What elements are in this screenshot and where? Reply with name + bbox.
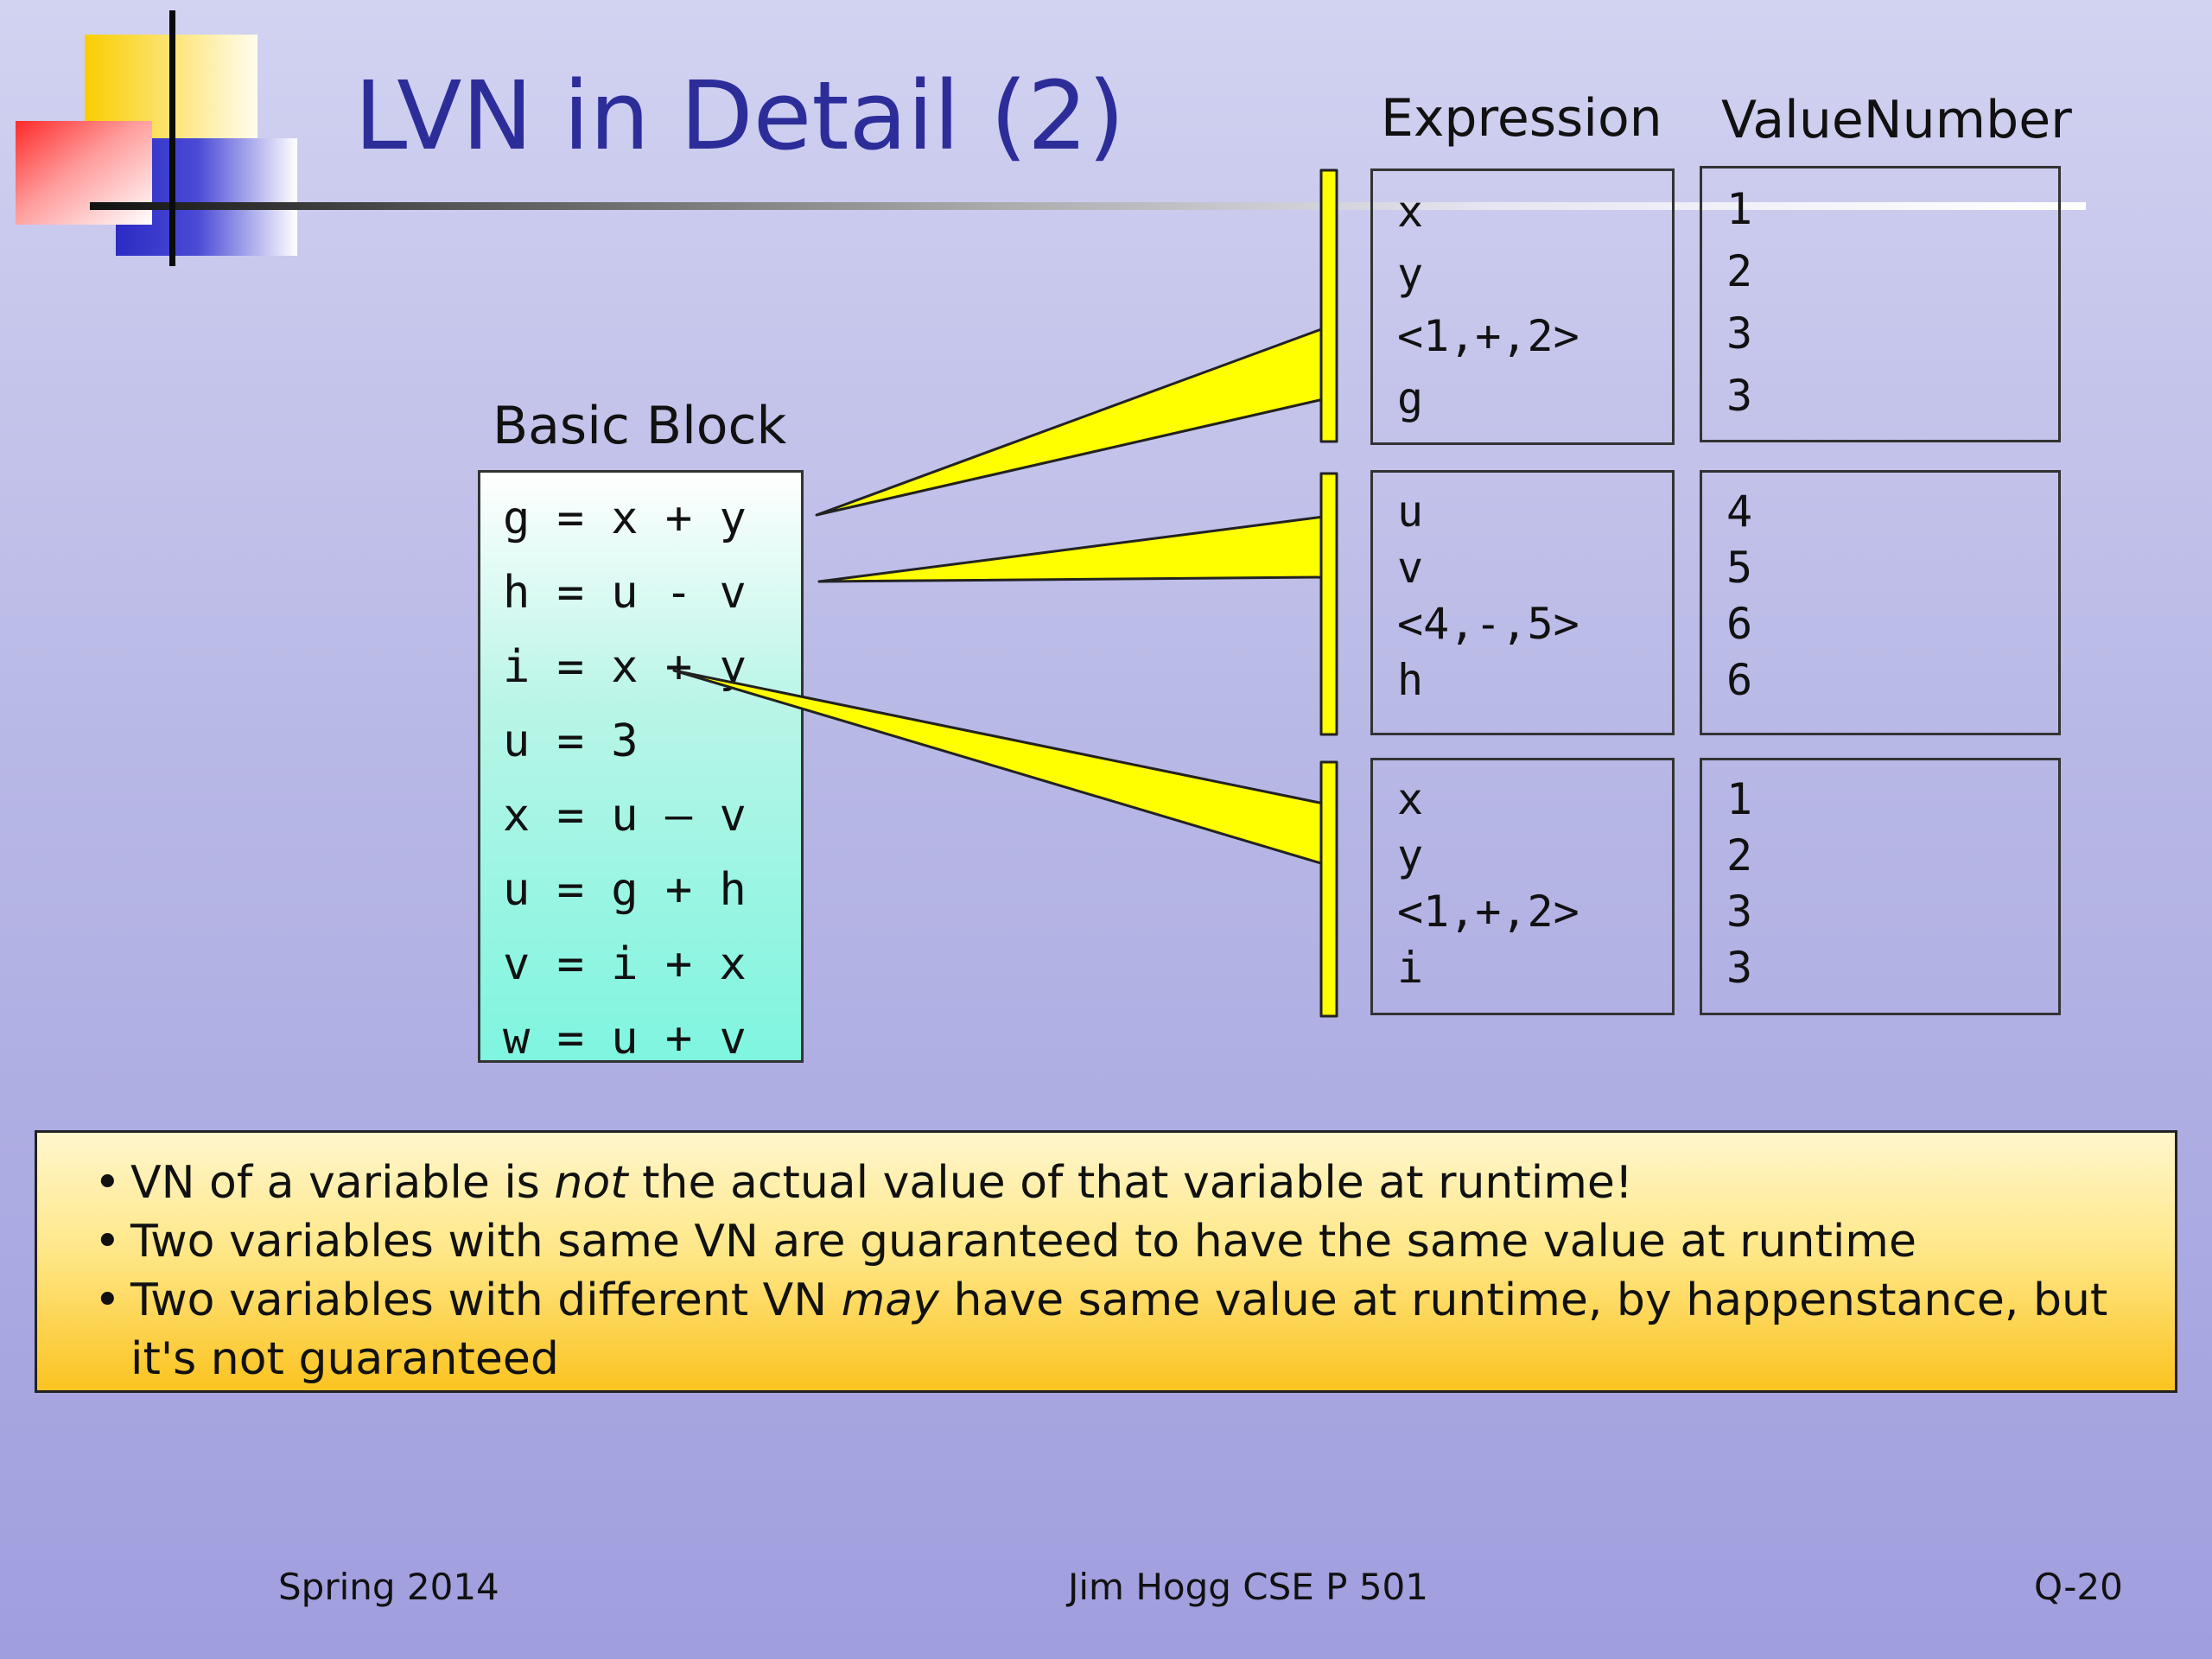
notes-box: • VN of a variable is not the actual val… [35, 1130, 2177, 1393]
note-item-1: • VN of a variable is not the actual val… [94, 1154, 2152, 1212]
valuenumber-cell: 3 [1726, 887, 1753, 937]
valuenumber-table-2: 4 5 6 6 [1700, 470, 2061, 735]
valuenumber-cell: 3 [1726, 371, 1753, 421]
logo-vertical-line [169, 10, 175, 266]
valuenumber-cell: 6 [1726, 599, 1753, 649]
expression-table-2: u v <4,-,5> h [1370, 470, 1675, 735]
expression-cell: y [1397, 830, 1424, 880]
footer-author: Jim Hogg CSE P 501 [1068, 1566, 1428, 1608]
callout-wedge-1 [815, 327, 1325, 517]
valuenumber-cell: 4 [1726, 486, 1753, 537]
note-text: Two variables with same VN are guarantee… [130, 1216, 1916, 1268]
callout-bar-1 [1319, 168, 1338, 443]
code-line: g = x + y [503, 493, 747, 544]
note-text: the actual value of that variable at run… [627, 1157, 1633, 1209]
expression-cell: i [1397, 943, 1424, 993]
valuenumber-cell: 6 [1726, 655, 1753, 705]
title-rule [90, 202, 2086, 210]
bullet: • [94, 1216, 121, 1268]
callout-wedge-3 [672, 669, 1325, 866]
footer-slide-number: Q-20 [2034, 1566, 2123, 1608]
valuenumber-cell: 3 [1726, 308, 1753, 359]
expression-cell: v [1397, 543, 1424, 593]
basic-block-box: g = x + y h = u - v i = x + y u = 3 x = … [478, 470, 804, 1065]
valuenumber-table-3: 1 2 3 3 [1700, 758, 2061, 1015]
expression-cell: <1,+,2> [1397, 311, 1580, 361]
note-text: Two variables with different VN [130, 1274, 842, 1326]
expression-cell: x [1397, 187, 1424, 237]
code-line: x = u – v [503, 790, 747, 842]
expression-table-3: x y <1,+,2> i [1370, 758, 1675, 1015]
valuenumber-cell: 2 [1726, 246, 1753, 296]
note-emphasis: may [841, 1274, 939, 1326]
expression-cell: g [1397, 373, 1424, 423]
valuenumber-cell: 1 [1726, 184, 1753, 234]
code-line: i = x + y [503, 641, 747, 693]
code-line: w = u + v [503, 1013, 747, 1065]
expression-table-1: x y <1,+,2> g [1370, 168, 1675, 445]
valuenumber-table-1: 1 2 3 3 [1700, 166, 2061, 442]
code-line: v = i + x [503, 938, 747, 990]
note-item-3: • Two variables with different VN may ha… [94, 1271, 2152, 1389]
valuenumber-cell: 5 [1726, 543, 1753, 593]
expression-header: Expression [1381, 88, 1662, 149]
code-line: u = 3 [503, 715, 639, 767]
callout-bar-3 [1319, 760, 1338, 1018]
valuenumber-cell: 1 [1726, 774, 1753, 824]
callout-wedge-2 [817, 515, 1325, 583]
note-text: VN of a variable is [130, 1157, 555, 1209]
basic-block-label: Basic Block [493, 396, 787, 456]
expression-cell: <1,+,2> [1397, 887, 1580, 937]
note-emphasis: not [554, 1157, 628, 1209]
code-line: u = g + h [503, 864, 747, 916]
bullet: • [94, 1274, 121, 1326]
expression-cell: x [1397, 774, 1424, 824]
slide-title: LVN in Detail (2) [354, 60, 1125, 171]
bullet: • [94, 1157, 121, 1209]
expression-cell: u [1397, 486, 1424, 537]
valuenumber-header: ValueNumber [1721, 90, 2072, 150]
expression-cell: <4,-,5> [1397, 599, 1580, 649]
expression-cell: y [1397, 249, 1424, 299]
valuenumber-cell: 3 [1726, 943, 1753, 993]
note-text: have same value at runtime, by happensta… [130, 1274, 2108, 1385]
expression-cell: h [1397, 655, 1424, 705]
callout-bar-2 [1319, 472, 1338, 736]
valuenumber-cell: 2 [1726, 830, 1753, 880]
code-line: h = u - v [503, 567, 747, 619]
footer-date: Spring 2014 [278, 1566, 499, 1608]
note-item-2: • Two variables with same VN are guarant… [94, 1212, 2152, 1271]
